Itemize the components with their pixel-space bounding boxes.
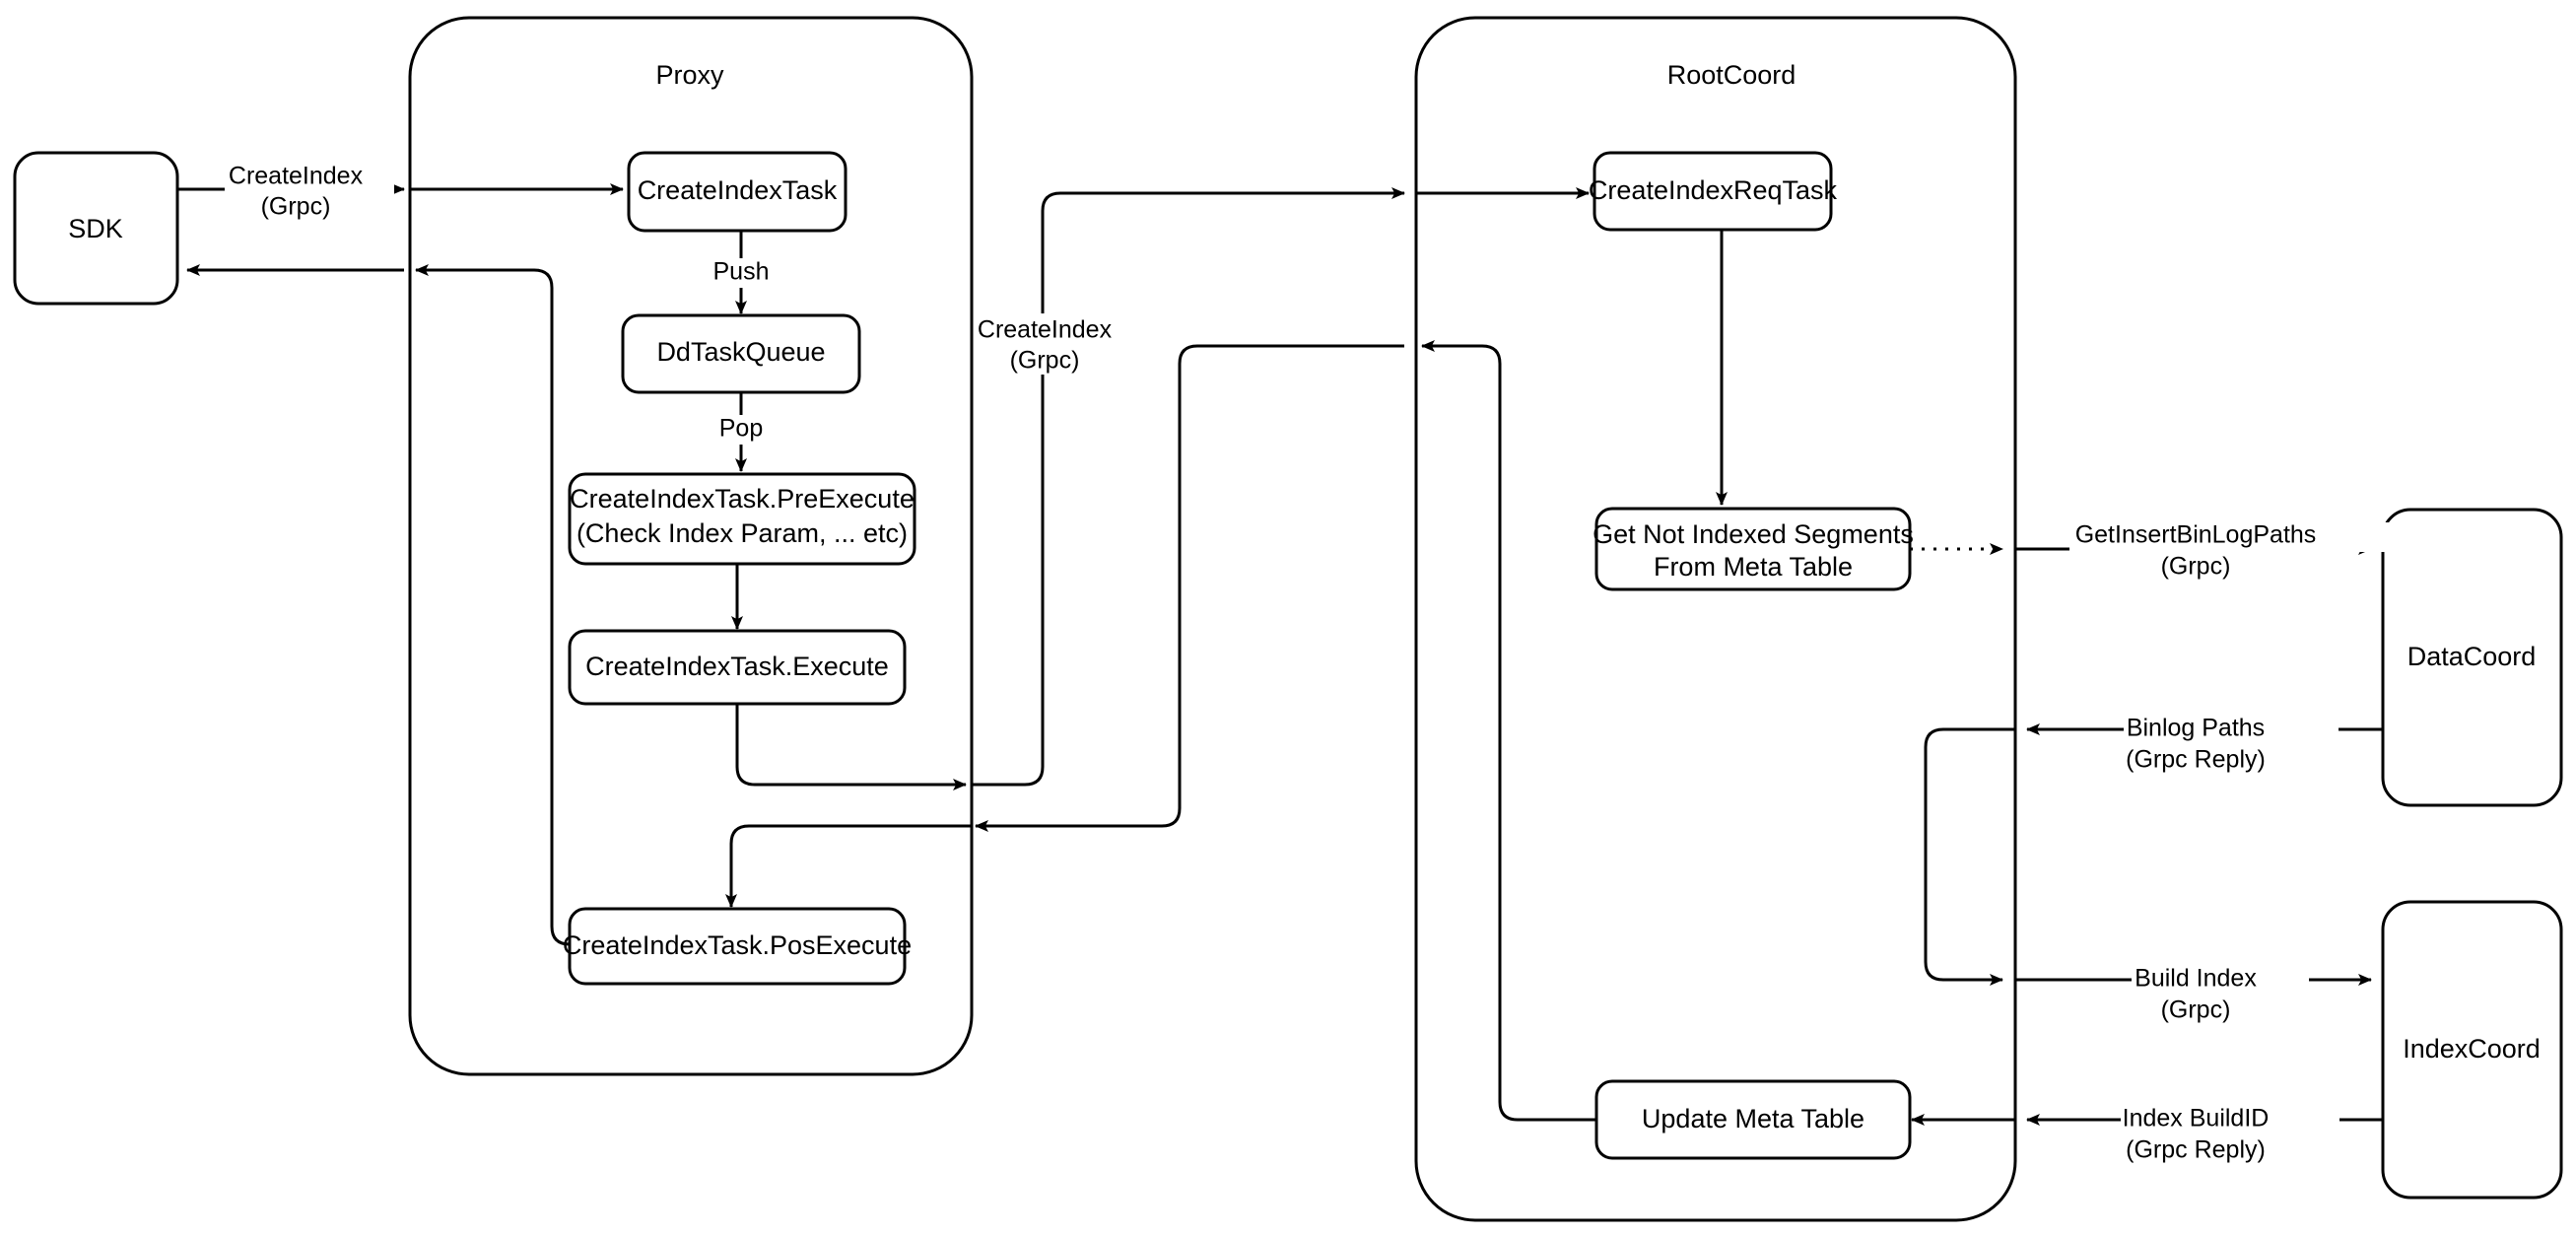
datacoord-rect <box>2381 508 2563 807</box>
edge-rootcoord-reply-to-proxybus <box>975 344 1404 832</box>
node-create-index-req-task[interactable]: CreateIndexReqTask <box>1589 151 1838 232</box>
node-execute[interactable]: CreateIndexTask.Execute <box>568 629 907 706</box>
edge-binlogpaths-internal-routing <box>1924 727 2015 986</box>
edge-label-build-index: Build Index (Grpc) <box>2132 965 2309 1024</box>
execute-label: CreateIndexTask.Execute <box>585 652 889 681</box>
edge-label-push: Push <box>705 258 780 288</box>
pre-execute-label-line2: (Check Index Param, ... etc) <box>576 518 908 548</box>
rootcoord-container-label: RootCoord <box>1667 60 1796 90</box>
edge-execute-to-rightbus <box>735 704 967 790</box>
edge-updatemeta-to-rootcoord-leftbus <box>1421 340 1616 1122</box>
container-proxy[interactable]: Proxy <box>408 16 974 1076</box>
get-binlog-label-line2: (Grpc) <box>2161 553 2231 581</box>
node-get-not-indexed-segments[interactable]: Get Not Indexed Segments From Meta Table <box>1593 507 1914 591</box>
edge-proxy-to-rootcoord-createindex <box>972 187 1405 787</box>
sdk-createindex-label-line2: (Grpc) <box>261 193 331 221</box>
edge-label-create-index-proxy: CreateIndex (Grpc) <box>978 313 1148 375</box>
edge-label-binlog-paths: Binlog Paths (Grpc Reply) <box>2124 715 2339 774</box>
pop-label: Pop <box>719 415 763 443</box>
push-label: Push <box>713 258 770 286</box>
create-index-req-task-rect <box>1593 151 1833 232</box>
pos-execute-rect <box>568 907 907 986</box>
pre-execute-label-line1: CreateIndexTask.PreExecute <box>570 484 915 514</box>
dd-task-queue-label: DdTaskQueue <box>656 337 825 367</box>
create-index-task-label: CreateIndexTask <box>638 175 838 205</box>
build-index-label-line2: (Grpc) <box>2161 996 2231 1024</box>
edge-label-get-insert-binlog-paths: GetInsertBinLogPaths (Grpc) <box>2069 521 2399 581</box>
update-meta-table-rect <box>1594 1079 1912 1160</box>
proxy-createindex-label-line2: (Grpc) <box>1010 347 1080 375</box>
node-update-meta-table[interactable]: Update Meta Table <box>1594 1079 1912 1160</box>
proxy-container-label: Proxy <box>655 60 724 90</box>
get-not-indexed-label-line2: From Meta Table <box>1654 552 1853 582</box>
binlog-paths-label-line1: Binlog Paths <box>2127 715 2265 742</box>
node-dd-task-queue[interactable]: DdTaskQueue <box>621 313 861 394</box>
edge-posexecute-to-proxy-leftbus <box>415 264 571 946</box>
pre-execute-rect <box>568 472 916 566</box>
indexcoord-rect <box>2381 900 2563 1200</box>
update-meta-table-label: Update Meta Table <box>1642 1104 1864 1133</box>
index-buildid-label-line2: (Grpc Reply) <box>2126 1136 2266 1164</box>
get-not-indexed-segments-rect <box>1594 507 1912 591</box>
sdk-rect <box>13 151 179 306</box>
node-datacoord[interactable]: DataCoord <box>2381 508 2563 807</box>
binlog-paths-label-line2: (Grpc Reply) <box>2126 746 2266 774</box>
create-index-req-task-label: CreateIndexReqTask <box>1589 175 1838 205</box>
pos-execute-label: CreateIndexTask.PosExecute <box>563 930 912 960</box>
rootcoord-container-rect <box>1414 16 2017 1222</box>
edge-label-index-buildid: Index BuildID (Grpc Reply) <box>2121 1105 2339 1164</box>
build-index-label-line1: Build Index <box>2135 965 2257 993</box>
node-create-index-task[interactable]: CreateIndexTask <box>627 151 847 233</box>
sdk-createindex-label-line1: CreateIndex <box>229 163 364 190</box>
index-buildid-label-line1: Index BuildID <box>2123 1105 2270 1133</box>
datacoord-label: DataCoord <box>2407 642 2537 671</box>
proxy-container-rect <box>408 16 974 1076</box>
node-indexcoord[interactable]: IndexCoord <box>2381 900 2563 1200</box>
indexcoord-label: IndexCoord <box>2403 1034 2541 1064</box>
sdk-label: SDK <box>68 214 123 243</box>
node-pre-execute[interactable]: CreateIndexTask.PreExecute (Check Index … <box>568 472 916 566</box>
edge-proxybus-to-posexecute <box>725 824 972 908</box>
get-binlog-label-line1: GetInsertBinLogPaths <box>2075 521 2317 549</box>
execute-rect <box>568 629 907 706</box>
get-not-indexed-label-line1: Get Not Indexed Segments <box>1593 519 1914 549</box>
dd-task-queue-rect <box>621 313 861 394</box>
create-index-task-rect <box>627 151 847 233</box>
edge-label-create-index-sdk: CreateIndex (Grpc) <box>225 161 394 221</box>
node-pos-execute[interactable]: CreateIndexTask.PosExecute <box>563 907 912 986</box>
edge-label-pop: Pop <box>708 415 775 445</box>
node-sdk[interactable]: SDK <box>13 151 179 306</box>
container-rootcoord[interactable]: RootCoord <box>1414 16 2017 1222</box>
proxy-createindex-label-line1: CreateIndex <box>978 316 1113 344</box>
